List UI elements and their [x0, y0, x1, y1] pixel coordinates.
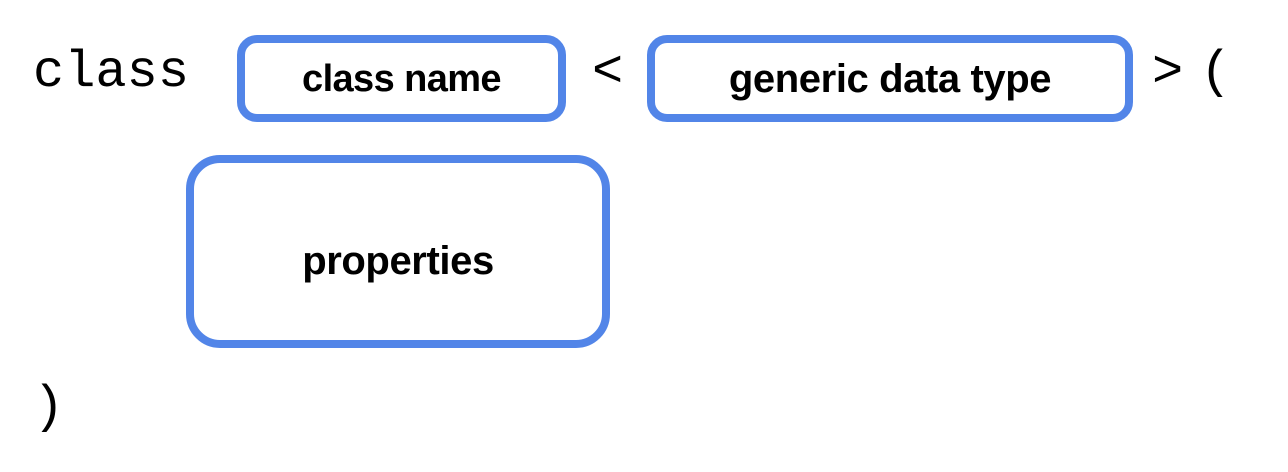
- slot-properties-label: properties: [302, 239, 494, 283]
- angle-bracket-open-text: <: [592, 43, 624, 102]
- parenthesis-close-text: ): [33, 378, 65, 437]
- parenthesis-open-text: (: [1200, 43, 1232, 102]
- keyword-class-text: class: [33, 43, 190, 102]
- slot-generic-data-type[interactable]: generic data type: [647, 35, 1133, 122]
- angle-bracket-close-text: >: [1152, 43, 1184, 102]
- slot-generic-data-type-label: generic data type: [728, 56, 1052, 101]
- slot-class-name-label: class name: [302, 57, 502, 100]
- slot-class-name[interactable]: class name: [237, 35, 566, 122]
- slot-properties[interactable]: properties: [186, 155, 610, 348]
